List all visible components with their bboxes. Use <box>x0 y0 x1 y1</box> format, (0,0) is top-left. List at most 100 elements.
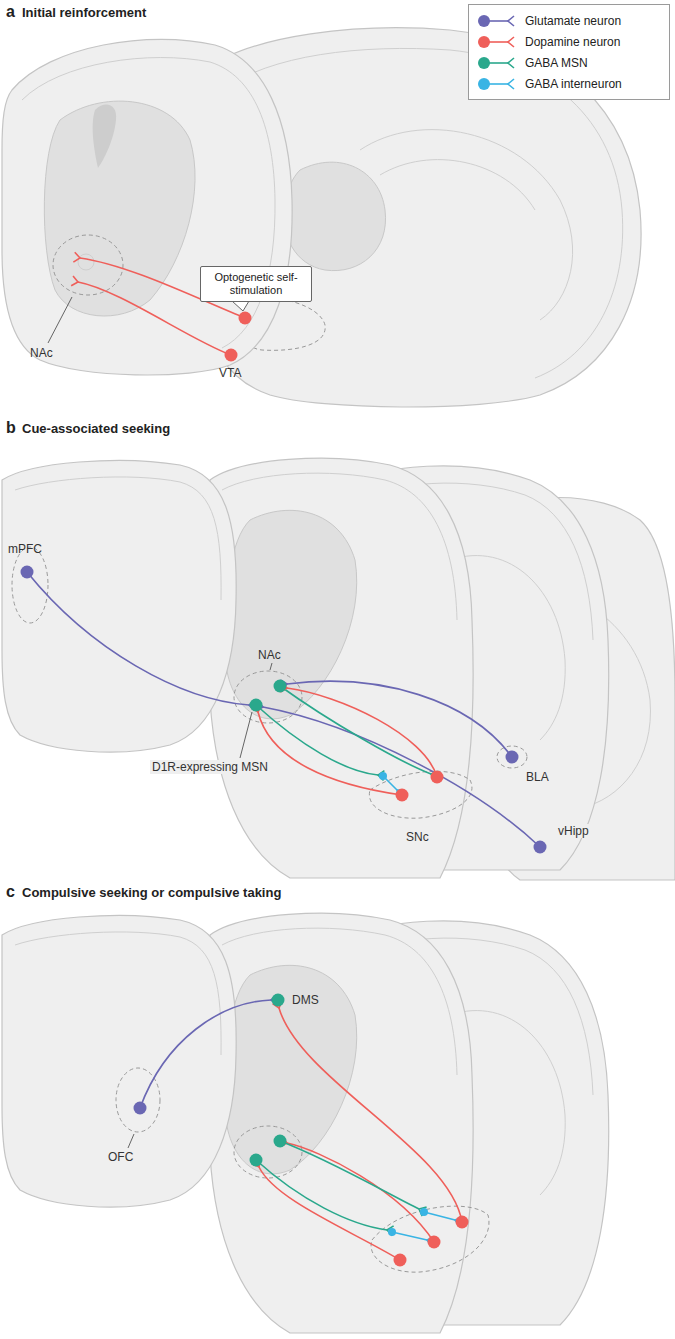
neuron-swatch <box>477 77 517 91</box>
region-label: SNc <box>404 830 431 844</box>
panel-letter: c <box>6 883 15 901</box>
neuron <box>134 994 469 1267</box>
brain-slice <box>284 162 385 270</box>
panel-letter: a <box>6 3 15 21</box>
neuron <box>250 1154 263 1167</box>
dopamine-neuron <box>225 349 238 362</box>
region-label: DMS <box>292 993 319 1007</box>
region-label: OFC <box>108 1150 133 1164</box>
brain-slice <box>380 160 535 210</box>
brain-slice <box>2 460 236 752</box>
panel-letter: b <box>6 419 16 437</box>
legend-box: Glutamate neuronDopamine neuronGABA MSN G… <box>468 4 670 100</box>
leader-line <box>48 297 72 343</box>
neuron-swatch <box>477 35 517 49</box>
swatch-soma <box>478 15 490 27</box>
region-label: NAc <box>258 648 281 662</box>
brain-slice <box>2 913 609 1333</box>
projection <box>424 1212 455 1220</box>
legend-entry: GABA MSN <box>477 52 661 73</box>
projection <box>287 681 512 757</box>
projection <box>258 712 402 795</box>
brain-slice <box>210 458 473 878</box>
swatch-terminal <box>508 37 514 47</box>
region-label: NAc <box>30 346 53 360</box>
panel-title: Initial reinforcement <box>22 5 146 21</box>
neuron <box>394 1254 407 1267</box>
leader-line <box>240 712 252 758</box>
legend-text: Dopamine neuron <box>525 35 620 49</box>
neuron <box>379 772 387 780</box>
legend-text: Glutamate neuron <box>525 14 621 28</box>
region-label: mPFC <box>8 542 42 556</box>
panel-title: Compulsive seeking or compulsive taking <box>22 885 281 901</box>
neuron <box>250 699 263 712</box>
dopamine-neuron <box>239 312 252 325</box>
callout-text: Optogenetic self-stimulation <box>208 271 304 297</box>
brain-slice <box>2 39 292 375</box>
neuron <box>134 1102 147 1115</box>
neuron <box>456 1216 469 1229</box>
legend-entry: GABA interneuron <box>477 73 661 94</box>
brain-slice <box>93 105 117 168</box>
brain-slice <box>22 58 275 348</box>
projection <box>287 688 437 777</box>
neuron <box>21 566 547 854</box>
legend-entry: Dopamine neuron <box>477 31 661 52</box>
swatch-soma <box>478 36 490 48</box>
projection <box>280 1141 419 1209</box>
swatch-terminal <box>508 79 514 89</box>
region-label: VTA <box>219 366 241 380</box>
cell-type-label: D1R-expressing MSN <box>150 760 270 774</box>
legend-text: GABA interneuron <box>525 77 622 91</box>
neuron <box>274 1135 287 1148</box>
projection <box>256 1160 387 1230</box>
neuron <box>272 994 285 1007</box>
brain-slice <box>210 458 473 878</box>
brain-region <box>12 547 48 623</box>
projection <box>392 1232 427 1240</box>
neuron <box>431 771 444 784</box>
neuron <box>534 841 547 854</box>
leader-line <box>240 663 272 758</box>
brain-slice <box>225 510 357 719</box>
neuron <box>388 1228 396 1236</box>
projection <box>27 572 249 705</box>
callout-box: Optogenetic self-stimulation <box>200 266 312 302</box>
brain-slice <box>2 460 236 752</box>
swatch-terminal <box>508 58 514 68</box>
region-label: BLA <box>524 770 551 784</box>
dopamine-neuron <box>225 312 252 362</box>
projection <box>280 686 431 774</box>
neuron <box>428 1236 441 1249</box>
region-label: vHipp <box>556 824 591 838</box>
brain-slice <box>15 477 221 600</box>
projection <box>140 1000 271 1108</box>
swatch-soma <box>478 57 490 69</box>
neuron-swatch <box>477 56 517 70</box>
brain-slice <box>2 915 236 1207</box>
brain-region <box>497 746 527 768</box>
legend-entry: Glutamate neuron <box>477 10 661 31</box>
brain-region <box>12 547 527 818</box>
leader-line <box>128 1134 134 1148</box>
projection <box>256 705 378 775</box>
panel-title: Cue-associated seeking <box>22 421 170 437</box>
projection <box>287 1143 434 1242</box>
projection <box>140 1000 462 1260</box>
neuron-swatch <box>477 14 517 28</box>
legend-text: GABA MSN <box>525 56 588 70</box>
projection <box>279 1008 462 1222</box>
brain-slice <box>360 130 573 320</box>
neuron <box>506 751 519 764</box>
leader-line <box>270 663 272 670</box>
brain-slice <box>44 101 195 316</box>
projection <box>27 572 540 847</box>
projection <box>263 707 540 847</box>
brain-region <box>369 771 472 818</box>
neuron <box>420 1208 428 1216</box>
brain-slice <box>78 254 94 270</box>
